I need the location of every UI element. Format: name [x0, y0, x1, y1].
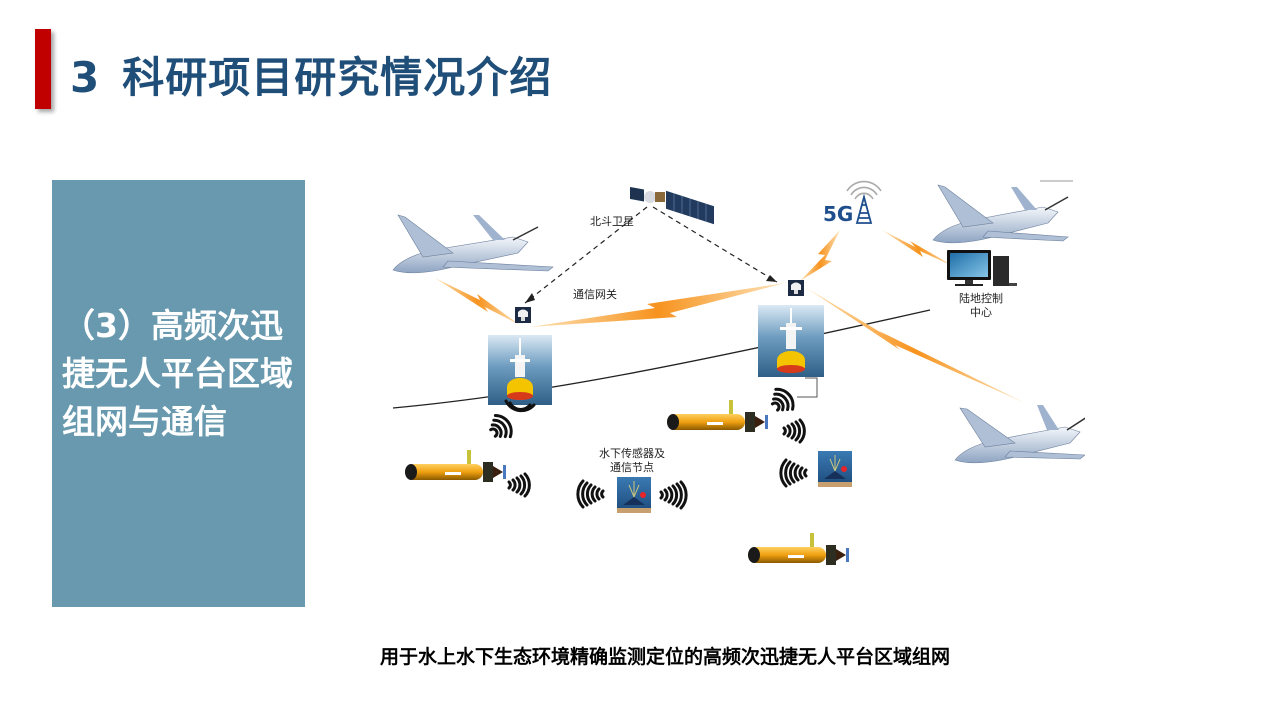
- wave-auv-left-right: [507, 472, 531, 498]
- label-control-center-line2: 中心: [970, 306, 992, 319]
- section-title: 科研项目研究情况介绍: [122, 53, 553, 102]
- auv-middle-icon: [667, 400, 768, 432]
- link-5g-to-control: [882, 230, 955, 267]
- buoy-connector-line: [797, 377, 818, 398]
- wave-sensor-left-right: [659, 480, 688, 510]
- beidou-satellite-icon: [630, 187, 714, 225]
- buoy-right-icon: [758, 305, 824, 377]
- link-gateway-to-5g: [800, 230, 840, 281]
- water-surface-line: [392, 309, 931, 409]
- figure-caption: 用于水上水下生态环境精确监测定位的高频次迅捷无人平台区域组网: [380, 646, 951, 668]
- label-gateway: 通信网关: [573, 288, 617, 301]
- label-sensor-node-line1: 水下传感器及: [599, 447, 665, 460]
- wireless-links: [435, 230, 1025, 403]
- label-control-center: 陆地控制 中心: [945, 292, 1017, 320]
- wave-sensor-right-left: [779, 458, 808, 488]
- arrowhead-right: [766, 275, 777, 282]
- page-title: 3 科研项目研究情况介绍: [70, 44, 552, 104]
- auv-left-icon: [405, 450, 506, 482]
- arrowhead-left: [525, 293, 535, 303]
- diagram-graphics: 5G: [392, 180, 1085, 565]
- label-sensor-node-line2: 通信节点: [610, 461, 654, 474]
- satellite-link-left: [524, 206, 648, 304]
- wave-auv-left-up: [489, 413, 513, 439]
- link-uav-to-gateway: [435, 278, 520, 325]
- uav-lower-right-icon: [954, 405, 1085, 464]
- network-diagram: 5G: [385, 175, 1085, 595]
- link-gateway-to-gateway: [530, 283, 785, 327]
- label-control-center-line1: 陆地控制: [959, 292, 1003, 305]
- auv-bottom-icon: [748, 533, 849, 565]
- buoy-left-icon: [488, 335, 552, 405]
- satellite-link-right: [652, 206, 778, 283]
- uav-top-left-icon: [392, 214, 554, 274]
- title-accent-bar: [35, 29, 51, 109]
- wave-buoy-right-down: [770, 387, 795, 412]
- 5g-tower-icon: 5G: [823, 180, 882, 226]
- sensor-node-right-icon: [818, 451, 852, 487]
- label-sensor-node: 水下传感器及 通信节点: [590, 447, 674, 475]
- uav-top-right-icon: [932, 184, 1069, 244]
- wave-auv-middle-right: [782, 418, 806, 444]
- wave-sensor-left-left: [576, 479, 605, 509]
- wave-buoy-left-down: [504, 399, 536, 413]
- gateway-antenna-left-icon: [515, 307, 531, 323]
- sensor-node-left-icon: [617, 477, 651, 513]
- satellite-links: [524, 206, 778, 304]
- acoustic-waves: [489, 387, 808, 510]
- label-beidou-satellite: 北斗卫星: [590, 215, 634, 228]
- section-number: 3: [70, 53, 101, 102]
- side-panel: （3）高频次迅捷无人平台区域组网与通信: [52, 180, 305, 607]
- 5g-text: 5G: [823, 202, 853, 226]
- side-panel-heading: （3）高频次迅捷无人平台区域组网与通信: [62, 306, 293, 441]
- control-center-computer-icon: [947, 250, 1017, 286]
- gateway-antenna-right-icon: [788, 280, 804, 296]
